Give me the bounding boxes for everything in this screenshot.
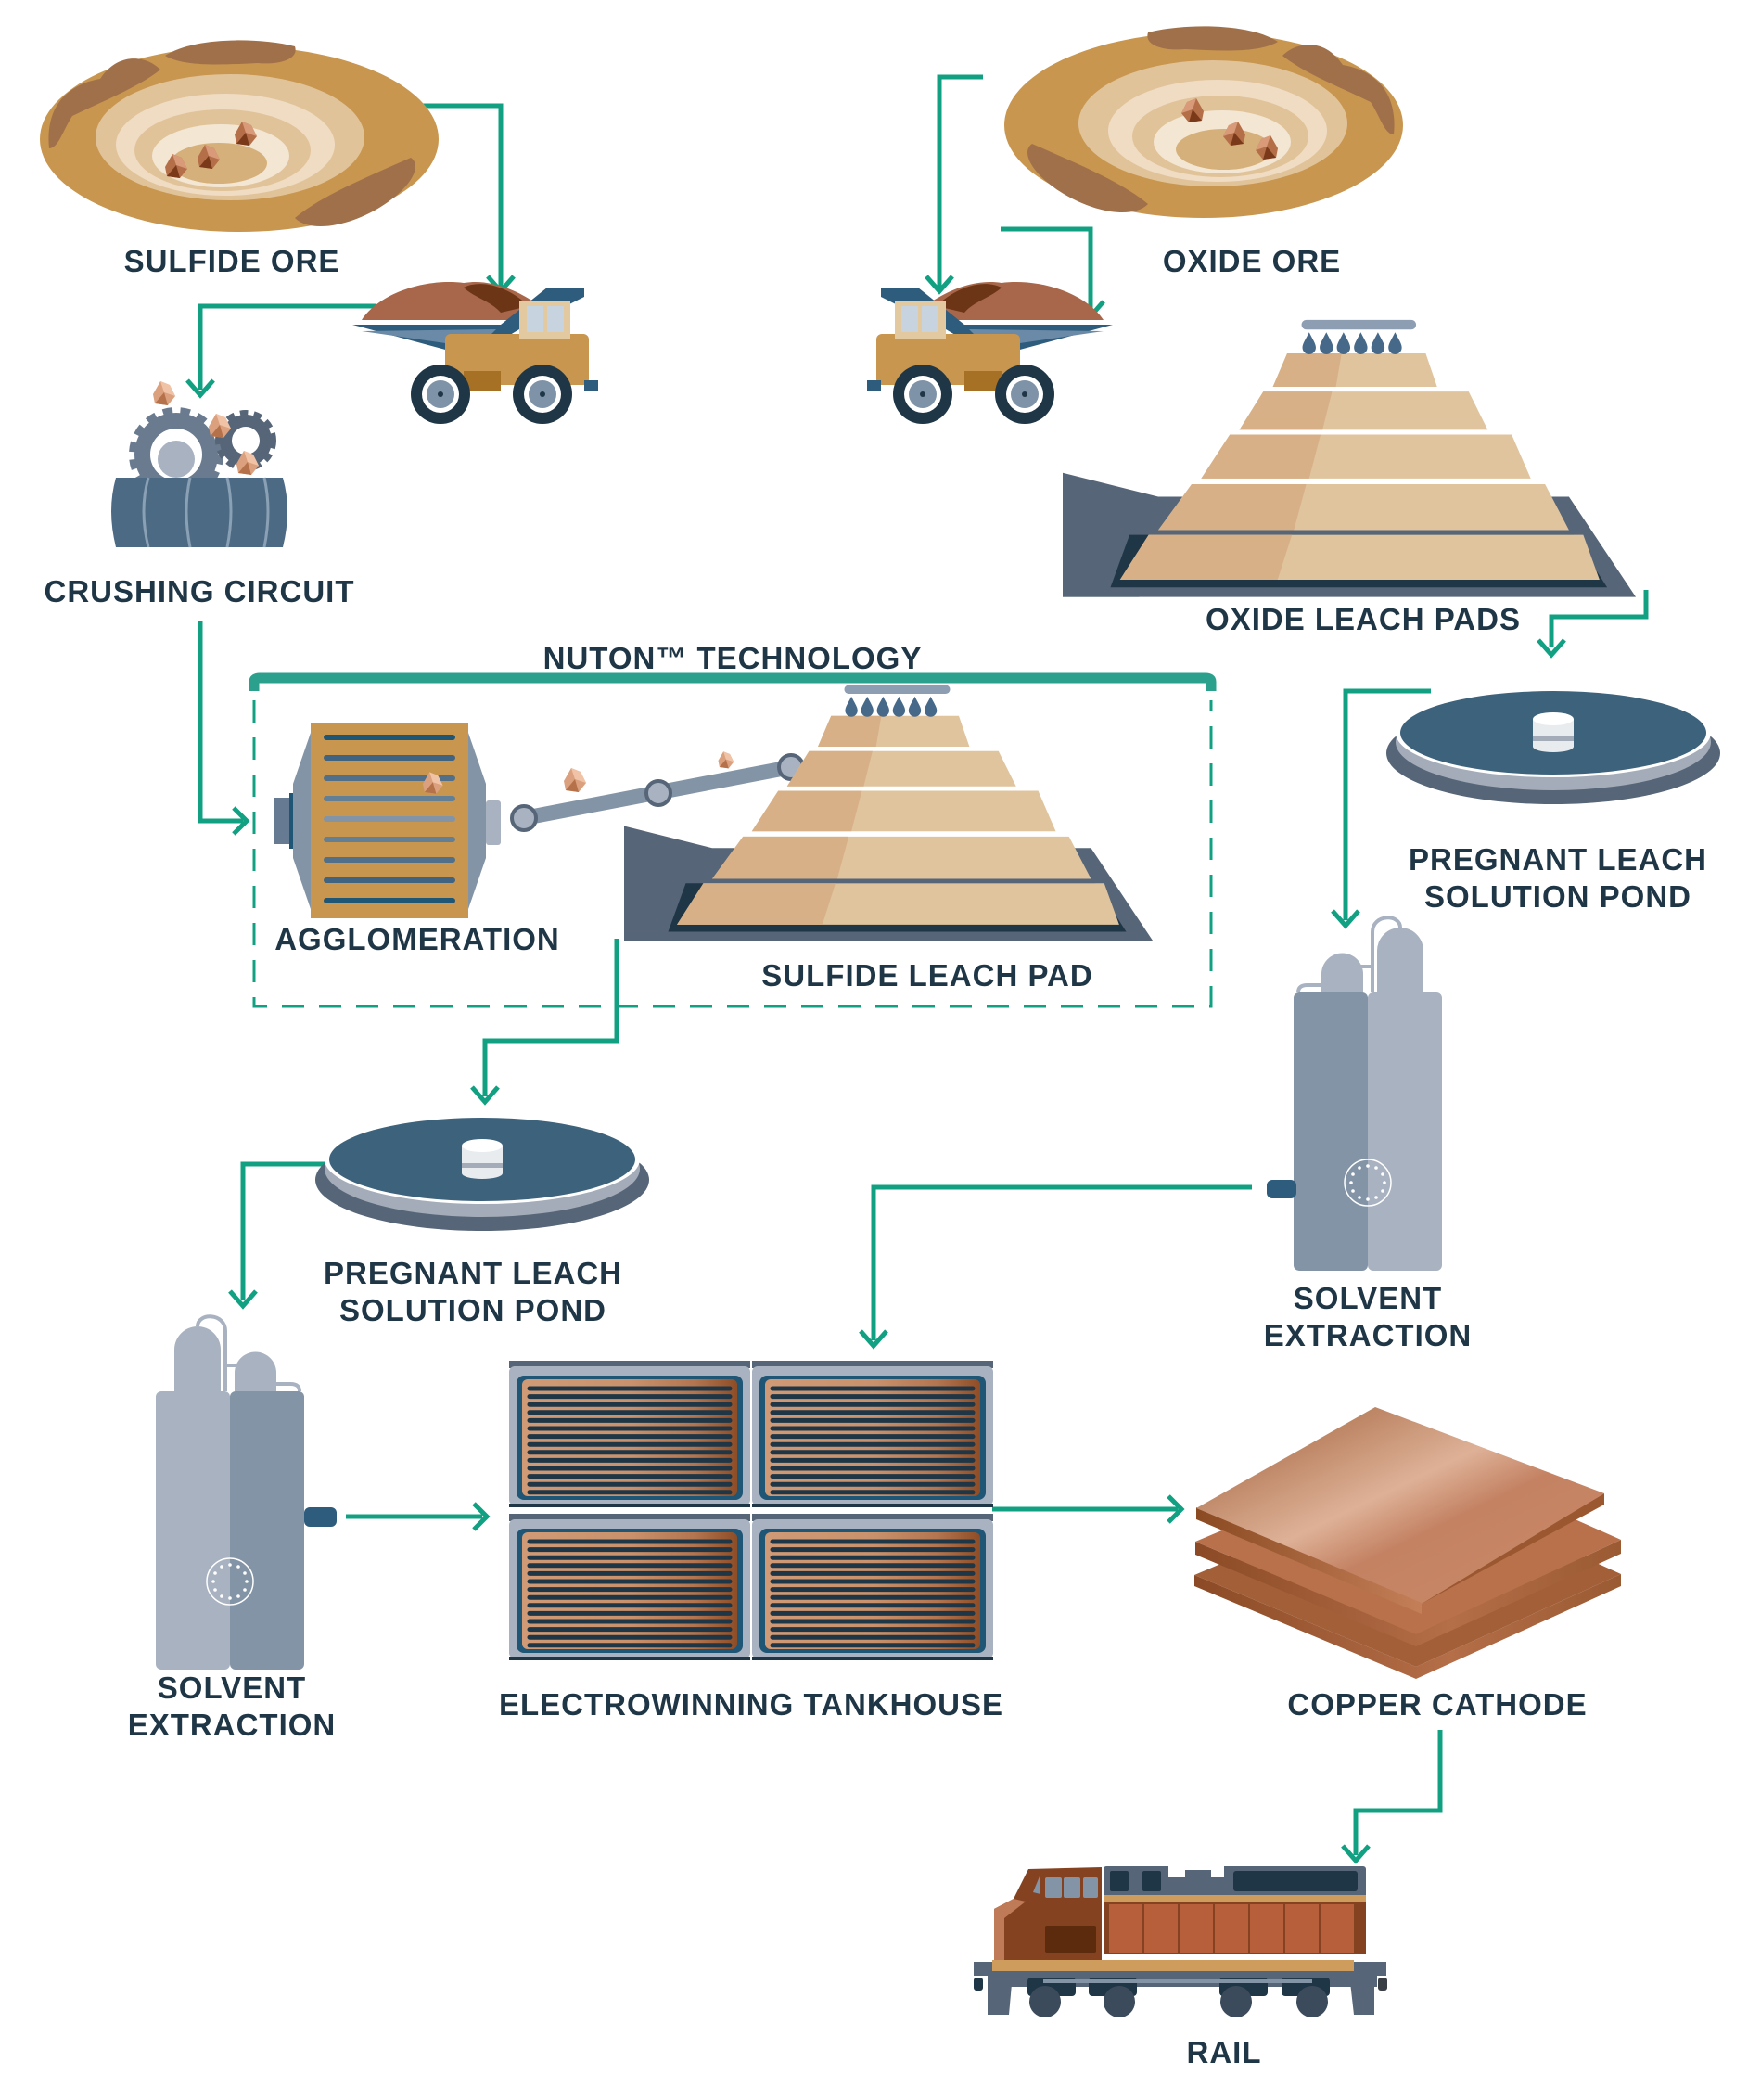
- label-oxide-leach-pads: OXIDE LEACH PADS: [1206, 602, 1521, 636]
- label-pls-pond-right: PREGNANT LEACH SOLUTION POND: [1372, 841, 1743, 916]
- label-sulfide-leach-pad: SULFIDE LEACH PAD: [761, 958, 1093, 992]
- label-sulfide-ore: SULFIDE ORE: [123, 244, 340, 278]
- label-copper-cathode: COPPER CATHODE: [1287, 1687, 1588, 1722]
- label-solvent-extraction-left: SOLVENT EXTRACTION: [97, 1670, 366, 1744]
- label-electrowinning-tankhouse: ELECTROWINNING TANKHOUSE: [498, 1687, 1004, 1722]
- label-nuton-technology: NUTON™ TECHNOLOGY: [542, 641, 923, 675]
- nuton-dashed-border: [252, 700, 1213, 1008]
- label-line: EXTRACTION: [1263, 1318, 1473, 1352]
- label-pls-pond-left: PREGNANT LEACH SOLUTION POND: [287, 1255, 658, 1329]
- label-agglomeration: AGGLOMERATION: [274, 922, 560, 956]
- pond-icon: [1386, 688, 1720, 804]
- label-crushing-circuit: CRUSHING CIRCUIT: [44, 574, 355, 608]
- label-line: SOLVENT: [157, 1671, 307, 1705]
- label-solvent-extraction-right: SOLVENT EXTRACTION: [1233, 1280, 1502, 1354]
- copper-plates-icon: [1194, 1407, 1621, 1679]
- label-line: PREGNANT LEACH: [323, 1256, 622, 1290]
- haul-truck-icon: [867, 282, 1113, 424]
- sx-tank-icon: [154, 1314, 306, 1671]
- label-line: SOLUTION POND: [1423, 879, 1691, 914]
- nuton-technology-group: [249, 672, 1217, 1008]
- locomotive-icon: [974, 1864, 1387, 2017]
- sx-outlet-pipe: [304, 1507, 337, 1527]
- label-line: SOLVENT: [1293, 1281, 1443, 1315]
- sx-outlet-pipe: [1267, 1180, 1296, 1198]
- nuton-bar: [249, 672, 1217, 691]
- agglomeration-drum-icon: [274, 723, 501, 918]
- label-line: SOLUTION POND: [338, 1293, 606, 1327]
- conveyor-icon: [423, 751, 805, 832]
- flow-arrows: [185, 74, 1649, 1864]
- label-rail: RAIL: [1186, 2035, 1262, 2069]
- pond-icon: [315, 1115, 649, 1231]
- open-pit-mine-icon: [40, 40, 439, 232]
- heap-leach-pad-icon: [624, 685, 1153, 941]
- crusher-gears-icon: [111, 381, 287, 557]
- haul-truck-icon: [352, 282, 598, 424]
- label-line: PREGNANT LEACH: [1408, 842, 1707, 877]
- heap-leach-pad-icon: [1063, 320, 1636, 597]
- tankhouse-cells-icon: [509, 1361, 993, 1660]
- sx-tank-icon: [1292, 916, 1444, 1273]
- label-line: EXTRACTION: [127, 1708, 337, 1742]
- open-pit-mine-icon: [1004, 26, 1403, 218]
- label-oxide-ore: OXIDE ORE: [1162, 244, 1342, 278]
